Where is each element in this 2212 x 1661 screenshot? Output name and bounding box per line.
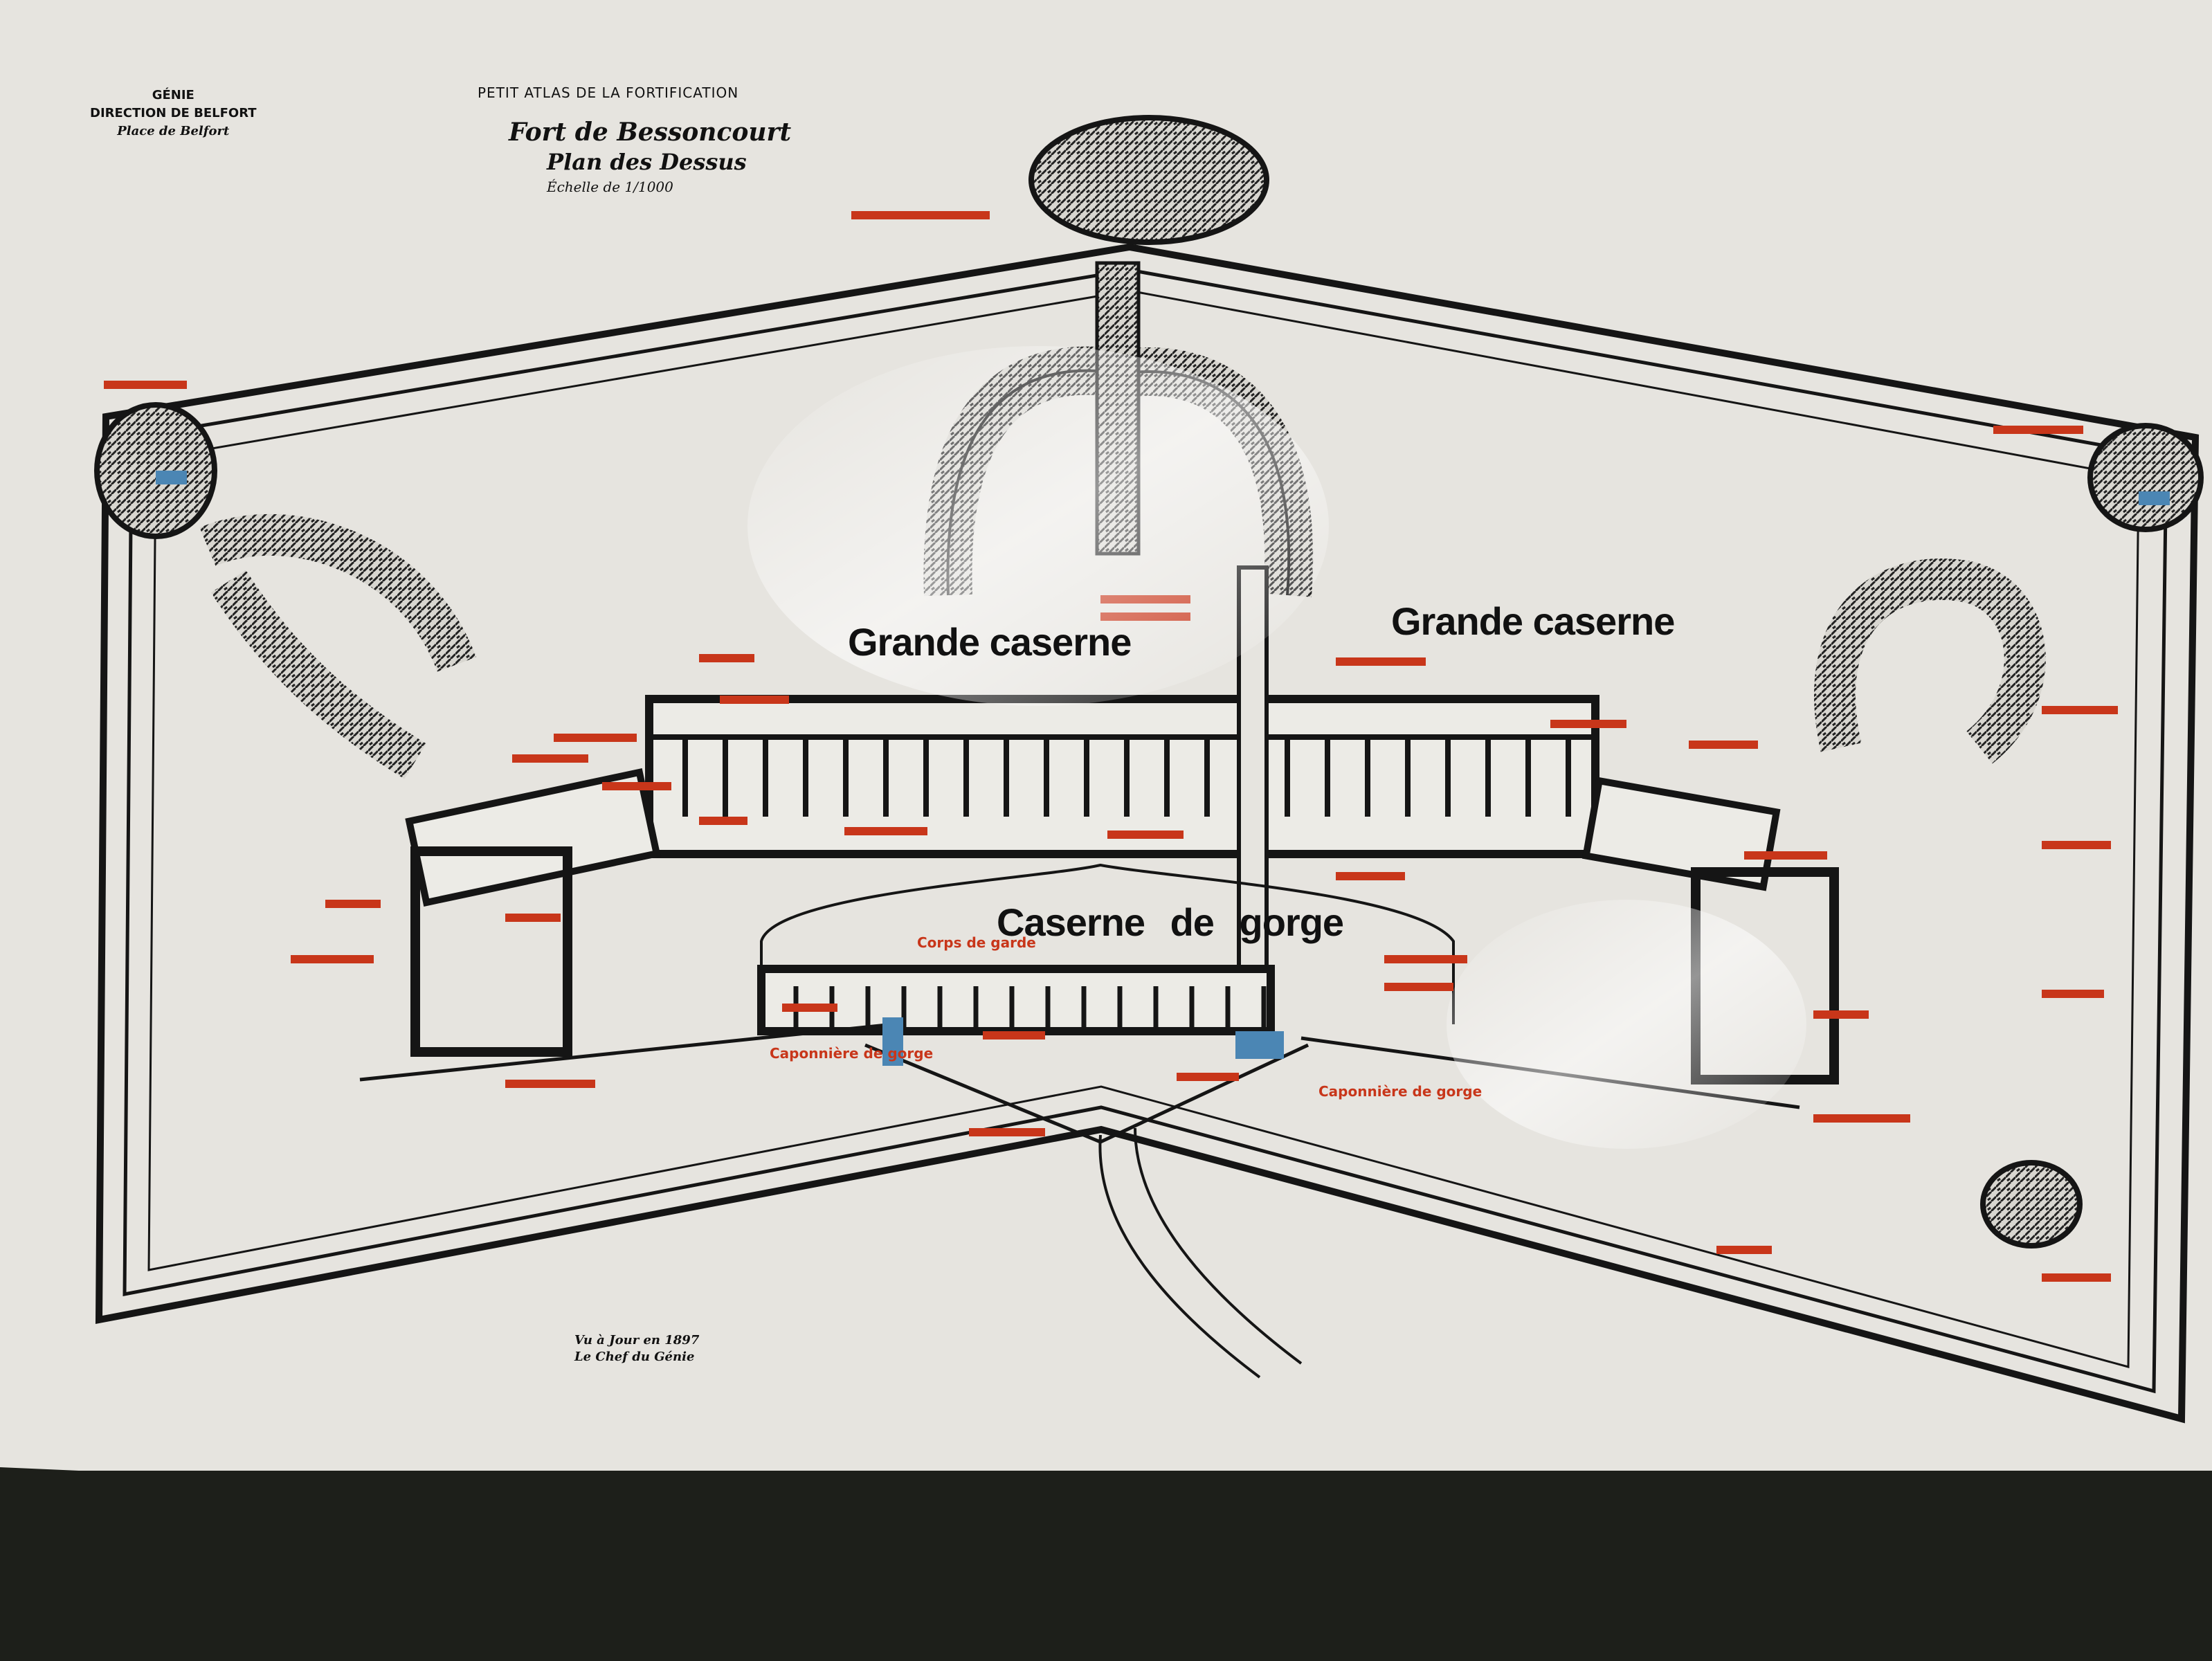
caserne-de-gorge-court bbox=[760, 863, 1455, 1024]
annotation-mark bbox=[505, 1080, 595, 1088]
corps-de-garde-label: Corps de garde bbox=[917, 934, 1036, 951]
annotation-mark bbox=[291, 955, 374, 963]
outer-rampart bbox=[95, 243, 2200, 1424]
access-road bbox=[1098, 1127, 1303, 1379]
annotation-mark bbox=[1744, 851, 1827, 860]
atlas-title: PETIT ATLAS DE LA FORTIFICATION bbox=[478, 84, 739, 101]
annotation-mark bbox=[699, 817, 747, 825]
caponniere-label-right: Caponnière de gorge bbox=[1318, 1083, 1483, 1100]
annotation-mark bbox=[1689, 741, 1758, 749]
approval-date: Vu à Jour en 1897 bbox=[574, 1333, 700, 1347]
plan-title: Plan des Dessus bbox=[547, 149, 747, 175]
annotation-mark bbox=[782, 1004, 837, 1012]
direction-block: GÉNIE DIRECTION DE BELFORT Place de Belf… bbox=[90, 87, 257, 140]
east-wing bbox=[1581, 777, 1781, 891]
west-bastion-gallery bbox=[199, 514, 477, 779]
annotation-mark bbox=[2042, 841, 2111, 849]
annotation-mark bbox=[699, 654, 754, 662]
annotation-mark bbox=[1336, 872, 1405, 880]
annotation-mark bbox=[844, 827, 927, 835]
approval-signature: Vu à Jour en 1897 Le Chef du Génie bbox=[574, 1332, 699, 1365]
ne-caponniere bbox=[2087, 423, 2204, 532]
annotation-mark bbox=[2042, 1273, 2111, 1282]
annotation-mark bbox=[104, 381, 187, 389]
place-label: Place de Belfort bbox=[117, 124, 230, 138]
annotation-mark bbox=[1107, 831, 1184, 839]
annotation-mark bbox=[602, 782, 671, 790]
west-redoubt bbox=[410, 846, 572, 1057]
caserne-de-gorge-label: Caserne de gorge bbox=[997, 900, 1344, 944]
annotation-mark bbox=[1716, 1246, 1772, 1254]
fort-name: Fort de Bessoncourt bbox=[509, 118, 792, 147]
annotation-mark bbox=[1813, 1010, 1869, 1019]
water-cistern-right bbox=[1235, 1031, 1284, 1059]
annotation-mark bbox=[1336, 657, 1426, 666]
genie-label: GÉNIE bbox=[152, 88, 194, 102]
annotation-mark bbox=[969, 1128, 1045, 1136]
annotation-mark bbox=[1384, 955, 1467, 963]
lamination-glare bbox=[747, 346, 1329, 706]
annotation-mark bbox=[1177, 1073, 1239, 1081]
scale-note: Échelle de 1/1000 bbox=[547, 179, 673, 195]
approval-authority: Le Chef du Génie bbox=[574, 1350, 695, 1364]
annotation-mark bbox=[1550, 720, 1626, 728]
annotation-mark bbox=[554, 734, 637, 742]
caponniere-label-left: Caponnière de gorge bbox=[770, 1045, 934, 1062]
lamination-glare-right bbox=[1447, 900, 1806, 1149]
water-nw bbox=[156, 471, 187, 484]
annotation-mark bbox=[1813, 1114, 1910, 1123]
se-caponniere bbox=[1980, 1160, 2083, 1249]
water-cistern-left bbox=[882, 1017, 903, 1066]
caserne-de-gorge-building bbox=[757, 965, 1275, 1035]
annotation-mark bbox=[1993, 426, 2083, 434]
annotation-mark bbox=[1384, 983, 1453, 991]
annotation-mark bbox=[505, 914, 561, 922]
annotation-mark bbox=[325, 900, 381, 908]
water-ne bbox=[2139, 491, 2170, 505]
annotation-mark bbox=[720, 696, 789, 704]
grande-caserne-label-left: Grande caserne bbox=[848, 620, 1132, 664]
east-bastion-gallery bbox=[1814, 559, 2046, 764]
annotation-mark bbox=[2042, 706, 2118, 714]
north-caponniere bbox=[1028, 115, 1269, 245]
direction-label: DIRECTION DE BELFORT bbox=[90, 106, 257, 120]
annotation-mark bbox=[983, 1031, 1045, 1040]
annotation-mark bbox=[512, 754, 588, 763]
annotation-mark bbox=[2042, 990, 2104, 998]
grande-caserne-label-right: Grande caserne bbox=[1391, 599, 1675, 643]
annotation-mark bbox=[851, 211, 990, 219]
foliage-background bbox=[0, 1471, 2212, 1661]
